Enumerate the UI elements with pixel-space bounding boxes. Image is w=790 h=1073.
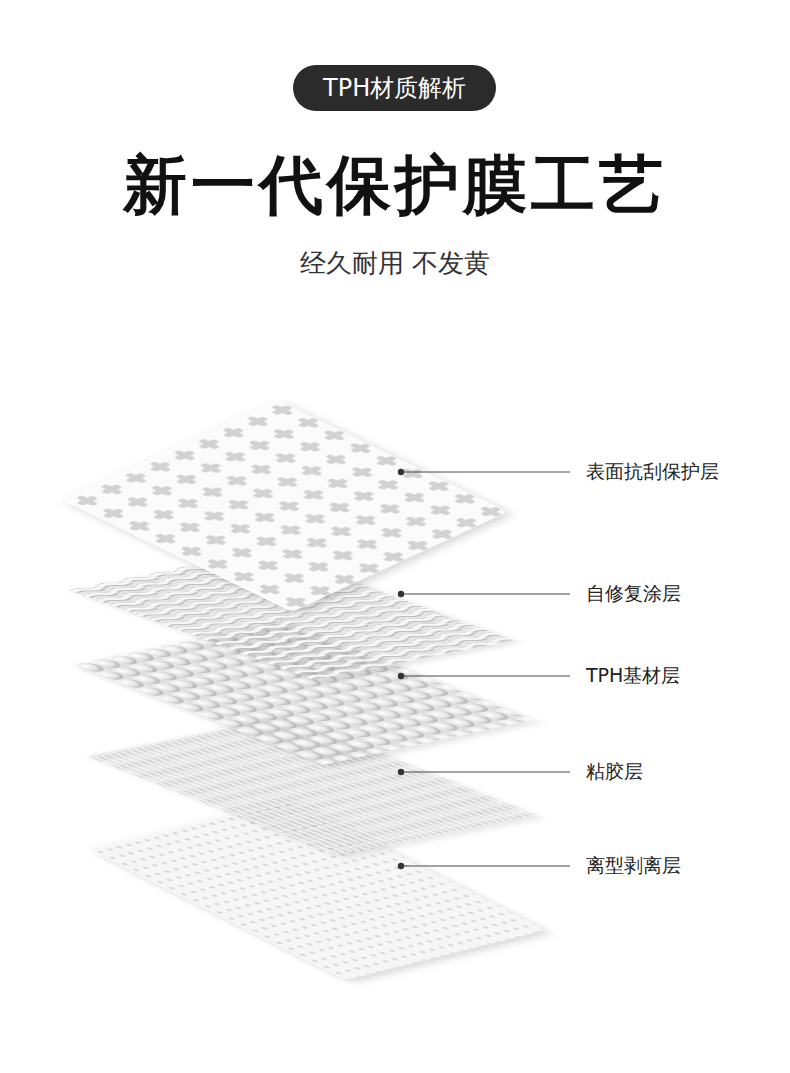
main-title: 新一代保护膜工艺 [123, 142, 667, 229]
layer-label: 表面抗刮保护层 [586, 459, 719, 485]
layer-label: 粘胶层 [586, 759, 643, 785]
layer-label: TPH基材层 [586, 663, 680, 689]
layer-label: 自修复涂层 [586, 581, 681, 607]
tag-pill: TPH材质解析 [293, 65, 496, 111]
layer-label: 离型剥离层 [586, 853, 681, 879]
subtitle: 经久耐用 不发黄 [300, 246, 490, 281]
pill-text: TPH材质解析 [323, 74, 466, 102]
